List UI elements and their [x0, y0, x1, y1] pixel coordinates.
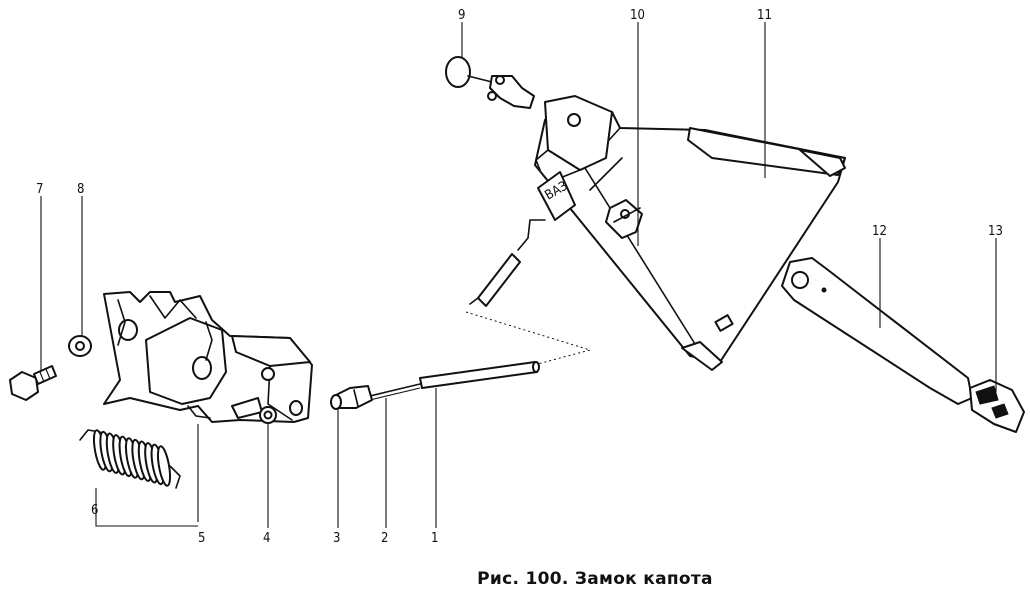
callout-4: 4 [263, 531, 270, 546]
callout-5: 5 [198, 531, 205, 546]
callout-1: 1 [431, 531, 438, 546]
callout-7: 7 [36, 182, 43, 197]
part-1-rod [419, 361, 540, 389]
leader-lines [40, 22, 997, 528]
callout-13: 13 [988, 224, 1003, 239]
part-7-bolt [9, 365, 57, 401]
spring-coil [156, 445, 172, 487]
callout-labels: 1 2 3 4 5 6 7 8 9 10 11 12 13 [36, 8, 1003, 546]
callout-3: 3 [333, 531, 340, 546]
part-4-washer [259, 406, 277, 424]
part-10-clip [605, 199, 643, 239]
part-6-spring [79, 429, 181, 489]
part-3-clamp [330, 385, 373, 410]
callout-2: 2 [381, 531, 388, 546]
figure-caption: Рис. 100. Замок капота [477, 569, 713, 589]
callout-12: 12 [872, 224, 887, 239]
cable-upper-section [469, 219, 546, 307]
part-13-grip [969, 379, 1025, 433]
callout-11: 11 [757, 8, 772, 23]
callout-6: 6 [91, 503, 98, 518]
callout-9: 9 [458, 8, 465, 23]
part-8-washer [68, 335, 92, 357]
part-5-lock-body [103, 291, 313, 423]
connection-line-upper [465, 311, 592, 367]
part-12-lever [781, 257, 973, 405]
callout-10: 10 [630, 8, 645, 23]
part-11-bracket: ВАЗ [534, 95, 846, 371]
part-2-cable-end [369, 383, 421, 401]
callout-8: 8 [77, 182, 84, 197]
part-9-cable-retainer [445, 56, 535, 109]
